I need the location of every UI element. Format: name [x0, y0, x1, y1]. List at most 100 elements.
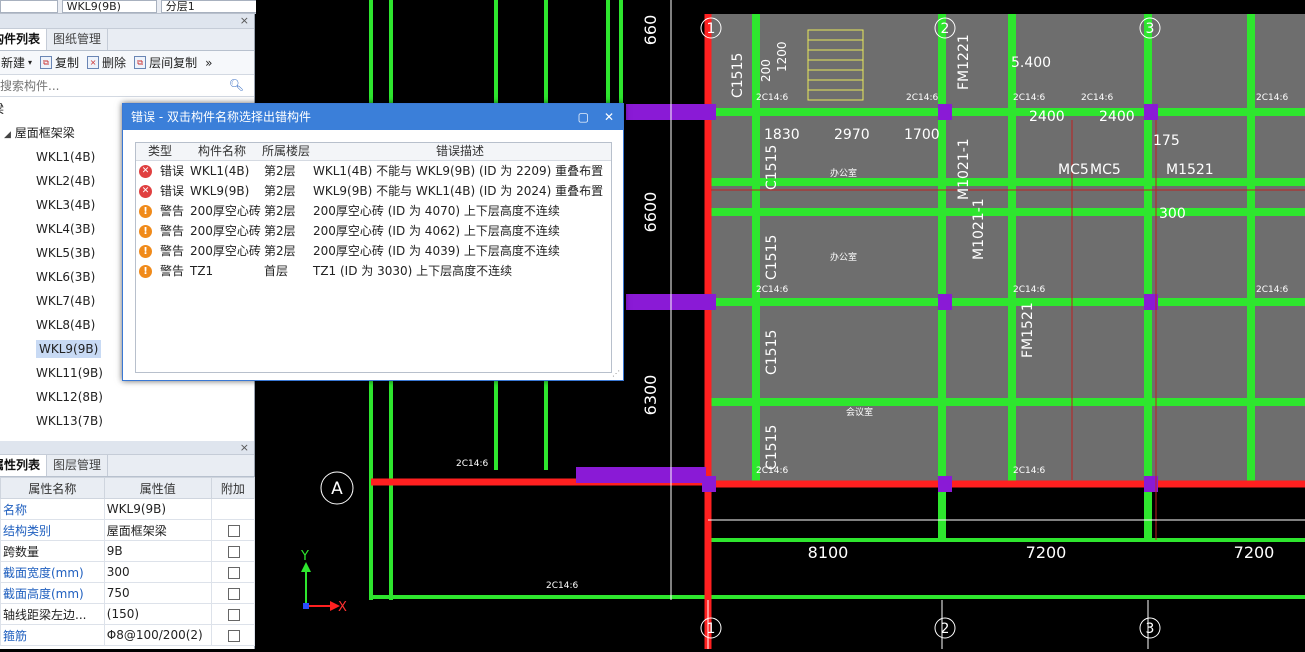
property-name: 名称 [0, 498, 105, 520]
dialog-title: 错误 - 双击构件名称选择出错构件 [131, 110, 311, 124]
error-component-name: WKL1(4B) [190, 164, 250, 178]
tree-item[interactable]: WKL1(4B) [0, 145, 254, 169]
more-button[interactable]: » [205, 55, 213, 70]
property-attach [210, 540, 256, 562]
tree-item[interactable]: WKL4(3B) [0, 217, 254, 241]
property-value[interactable]: Φ8@100/200(2) [103, 624, 212, 646]
tree-item[interactable]: WKL2(4B) [0, 169, 254, 193]
new-button[interactable]: +新建▾ [1, 56, 33, 70]
search-input[interactable] [0, 75, 220, 96]
maximize-icon[interactable]: ▢ [577, 110, 589, 124]
tree-item-label: WKL12(8B) [36, 390, 103, 404]
property-name: 轴线距梁左边... [0, 603, 105, 625]
tab-layer-management[interactable]: 图层管理 [47, 455, 109, 476]
attach-checkbox[interactable] [227, 629, 240, 642]
error-type: 警告 [160, 204, 185, 218]
tree-item[interactable]: WKL12(8B) [0, 385, 254, 409]
component-combo[interactable]: WKL9(9B) [61, 0, 157, 13]
room-meeting: 会议室 [846, 406, 873, 418]
dialog-title-bar[interactable]: 错误 - 双击构件名称选择出错构件 ▢ ✕ [123, 104, 623, 130]
tree-item[interactable]: WKL5(3B) [0, 241, 254, 265]
error-component-name: 200厚空心砖 [190, 244, 261, 258]
resize-grip-icon[interactable]: ⋰ [612, 369, 620, 378]
collapse-icon[interactable]: ◢ [4, 130, 11, 140]
property-row[interactable]: 截面高度(mm)750 [0, 582, 256, 604]
columns [576, 104, 1158, 492]
label-2c14-2: 2C14:6 [906, 93, 938, 103]
error-description: TZ1 (ID 为 3030) 上下层高度不连续 [313, 264, 513, 278]
property-row[interactable]: 轴线距梁左边...(150) [0, 603, 256, 625]
col-attach: 附加 [210, 477, 256, 499]
label-2c14-9: 2C14:6 [756, 466, 788, 476]
close-icon[interactable]: × [239, 14, 249, 27]
tree-item[interactable]: WKL6(3B) [0, 265, 254, 289]
dim-bottom-1: 8100 [808, 543, 849, 562]
close-icon[interactable]: × [239, 441, 249, 454]
tree-group[interactable]: ◢ 屋面框架梁 [4, 126, 75, 140]
label-m1021-1b: M1021-1 [956, 138, 972, 200]
layer-combo[interactable]: 分层1 [160, 0, 259, 13]
property-value[interactable]: (150) [103, 603, 212, 625]
tree-item[interactable]: WKL13(7B) [0, 409, 254, 433]
copy-button[interactable]: ⧉复制 [40, 54, 79, 71]
axis-bubbles [320, 17, 1161, 639]
tab-drawing-management[interactable]: 图纸管理 [47, 29, 109, 50]
tab-property-list[interactable]: 属性列表 [0, 455, 48, 476]
tree-items: WKL1(4B)WKL2(4B) WKL3(4B) WKL4(3B)WKL5(3B)… [0, 145, 254, 433]
property-row[interactable]: 截面宽度(mm)300 [0, 561, 256, 583]
tree-item[interactable]: WKL11(9B) [0, 361, 254, 385]
tree-item[interactable]: WKL3(4B) [0, 193, 254, 217]
tree-item[interactable]: WKL8(4B) [0, 313, 254, 337]
warning-icon: ! [139, 241, 158, 261]
component-panel-tabs: 构件列表 图纸管理 [0, 29, 254, 51]
label-m1521: M1521 [1166, 162, 1214, 178]
property-value[interactable]: WKL9(9B) [103, 498, 212, 520]
close-icon[interactable]: ✕ [603, 110, 614, 124]
floor-copy-button[interactable]: ⧉层间复制 [134, 54, 197, 71]
error-type: 错误 [160, 164, 185, 178]
delete-button[interactable]: ×删除 [87, 54, 126, 71]
property-value[interactable]: 屋面框架梁 [103, 519, 212, 541]
error-icon: ✕ [139, 161, 158, 181]
tree-item-label: WKL9(9B) [36, 340, 102, 358]
floor-combo[interactable] [0, 0, 58, 13]
error-type: 警告 [160, 244, 185, 258]
property-value[interactable]: 9B [103, 540, 212, 562]
building-area [705, 14, 1305, 484]
tree-item-label: WKL7(4B) [36, 294, 96, 308]
tree-item[interactable]: WKL7(4B) [0, 289, 254, 313]
attach-checkbox[interactable] [227, 524, 240, 537]
attach-checkbox[interactable] [227, 545, 240, 558]
property-value[interactable]: 750 [103, 582, 212, 604]
property-attach [210, 519, 256, 541]
copy-icon: ⧉ [40, 56, 53, 69]
stair [807, 29, 864, 101]
label-2c14-11: 2C14:6 [456, 459, 488, 469]
property-value[interactable]: 300 [103, 561, 212, 583]
tree-root[interactable]: 梁 [0, 97, 254, 121]
attach-checkbox[interactable] [227, 587, 240, 600]
label-200: 200 [759, 59, 773, 82]
delete-icon: × [87, 56, 100, 69]
tree-item[interactable]: WKL9(9B) [0, 337, 254, 361]
tree-item-label: WKL3(4B) [36, 198, 96, 212]
label-c1515-1: C1515 [730, 53, 746, 98]
property-row[interactable]: 结构类别屋面框架梁 [0, 519, 256, 541]
attach-checkbox[interactable] [227, 608, 240, 621]
component-search: 🔍︎ [0, 75, 254, 97]
search-icon[interactable]: 🔍︎ [228, 78, 244, 92]
tab-component-list[interactable]: 构件列表 [0, 29, 48, 50]
label-2c14-5: 2C14:6 [1256, 93, 1288, 103]
attach-checkbox[interactable] [227, 566, 240, 579]
col-property-name: 属性名称 [0, 477, 105, 499]
